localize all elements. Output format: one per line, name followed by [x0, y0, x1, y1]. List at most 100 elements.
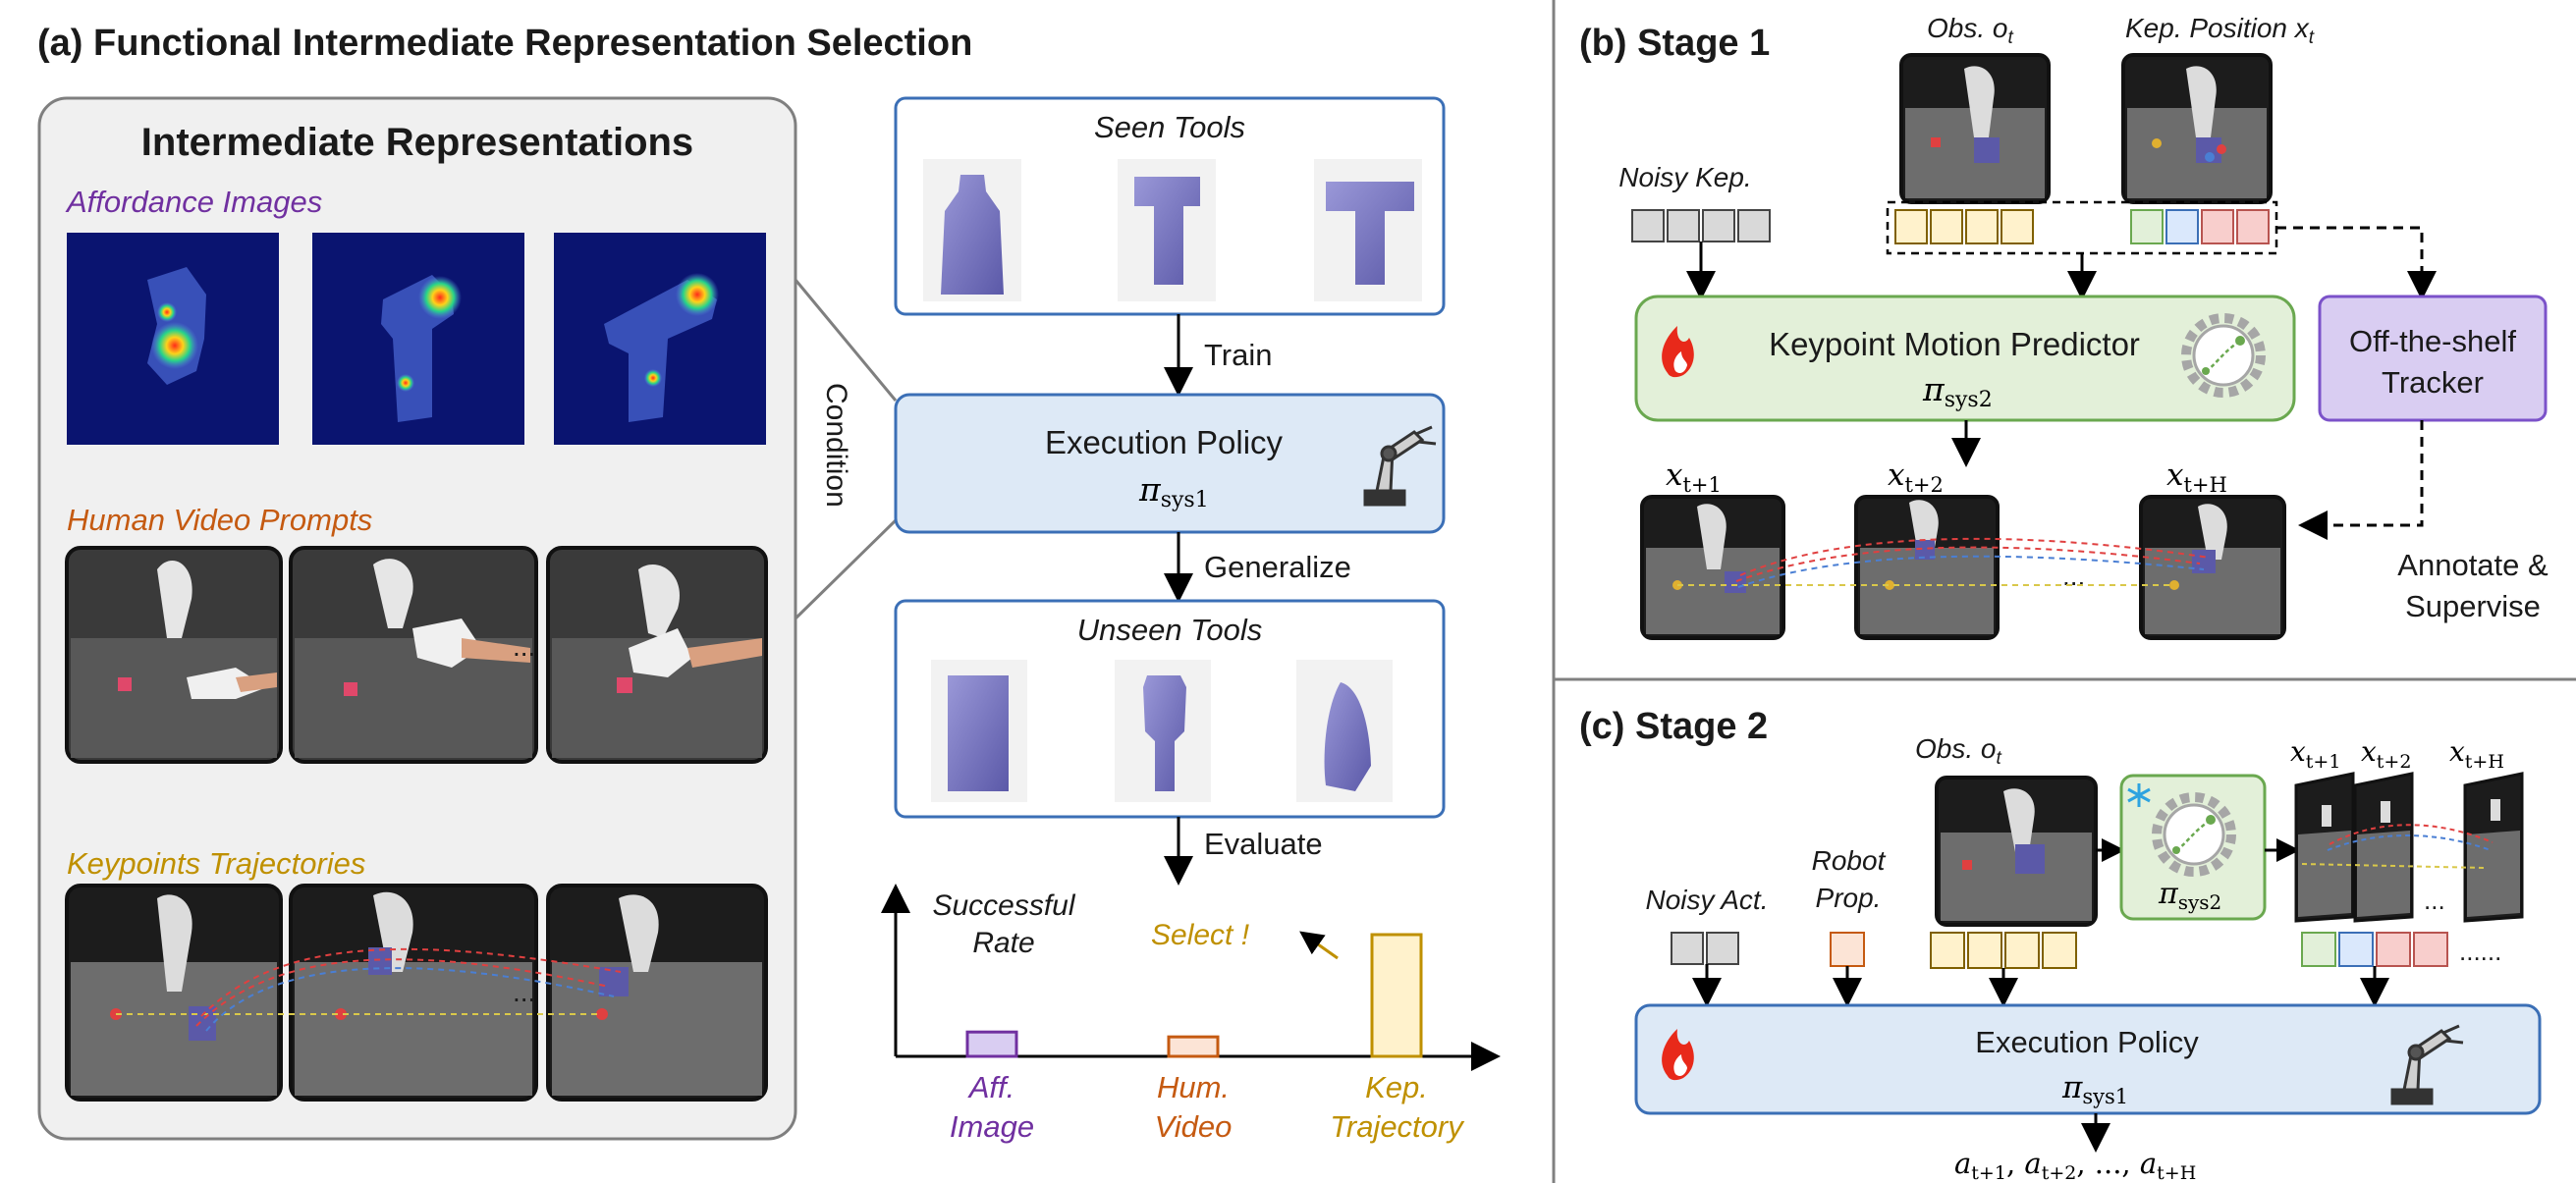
- snowflake-icon: [2127, 783, 2151, 807]
- generalize-label: Generalize: [1204, 550, 1351, 584]
- select-label: Select !: [1151, 919, 1250, 951]
- kep-position-label-b: Kep. Position xt: [2125, 13, 2315, 48]
- select-arrow: [1299, 931, 1339, 960]
- gear-icon-b: [2181, 313, 2266, 398]
- keypoint-ellipsis: ...: [513, 977, 535, 1007]
- human-video-prompts-label: Human Video Prompts: [67, 503, 372, 537]
- ir-panel-title: Intermediate Representations: [141, 121, 693, 164]
- gear-icon-c: [2152, 792, 2236, 877]
- annotate-label-line2: Supervise: [2405, 589, 2541, 623]
- fire-icon-c: [1662, 1029, 1694, 1081]
- future-frame-b-3: [2139, 495, 2286, 640]
- future-label-b-3: xt+H: [2166, 457, 2227, 497]
- off-the-shelf-tracker-box: [2318, 295, 2548, 422]
- condition-connector-top: [794, 279, 898, 402]
- bar-label-1-line2: Image: [950, 1109, 1034, 1144]
- bar-label-2-line1: Hum.: [1157, 1070, 1230, 1104]
- affordance-image-3: [554, 233, 766, 445]
- success-bar-1: [965, 1030, 1018, 1058]
- future-trajectory-lines-b: [1677, 537, 2211, 588]
- robot-arm-icon-c: [2390, 1024, 2464, 1105]
- observation-tokens-c: [1930, 932, 2077, 969]
- human-video-frame-1: [65, 546, 283, 764]
- pi-sys1-symbol-c: πsys1: [2061, 1070, 2128, 1108]
- success-rate-label-line2: Rate: [972, 927, 1034, 959]
- obs-label-b: Obs. ot: [1927, 13, 2013, 48]
- future-frame-b-1: [1640, 495, 1785, 640]
- unseen-tool-3: [1296, 660, 1393, 802]
- future-label-b-2: xt+2: [1888, 457, 1944, 497]
- tracker-label-line1: Off-the-shelf: [2349, 324, 2516, 358]
- future-label-b-1: xt+1: [1666, 457, 1722, 497]
- observation-frame-b: [1899, 53, 2051, 204]
- tokens-long-ellipsis: ......: [2459, 937, 2501, 966]
- keypoints-trajectories-label: Keypoints Trajectories: [67, 846, 365, 881]
- condition-connector-bottom: [794, 518, 898, 620]
- train-label: Train: [1204, 338, 1272, 372]
- action-sequence-label: at+1, at+2, ..., at+H: [1954, 1147, 2196, 1183]
- human-video-frame-3: [546, 546, 768, 764]
- future-label-c-1: xt+1: [2290, 735, 2340, 773]
- keypoint-trajectory-lines: [116, 947, 622, 1032]
- obs-label-c: Obs. ot: [1915, 733, 2001, 769]
- bar-label-3-line1: Kep.: [1365, 1070, 1428, 1104]
- noisy-act-label: Noisy Act.: [1646, 885, 1769, 915]
- bar-label-2-line2: Video: [1155, 1109, 1233, 1144]
- success-bar-3: [1370, 933, 1423, 1058]
- observation-tokens-b: [1894, 209, 2034, 244]
- robot-prop-label-line2: Prop.: [1816, 883, 1882, 913]
- pi-sys2-symbol-c: πsys2: [2158, 877, 2221, 914]
- future-frame-c-2: [2353, 772, 2414, 923]
- noisy-kep-label: Noisy Kep.: [1618, 162, 1751, 192]
- seen-tools-label: Seen Tools: [1094, 110, 1245, 144]
- affordance-image-2: [312, 233, 524, 445]
- condition-label: Condition: [820, 383, 852, 508]
- affordance-images-label: Affordance Images: [65, 185, 322, 219]
- success-rate-label-line1: Successful: [932, 889, 1075, 922]
- keypoint-position-tokens-b: [2130, 209, 2270, 244]
- execution-policy-box-c: [1634, 1003, 2542, 1115]
- tracker-label-line2: Tracker: [2382, 365, 2484, 400]
- unseen-tools-label: Unseen Tools: [1077, 613, 1262, 647]
- future-ellipsis-c: ...: [2424, 886, 2445, 915]
- unseen-tool-1: [931, 660, 1027, 802]
- panel-a-title: (a) Functional Intermediate Representati…: [37, 23, 972, 64]
- tracker-input-arrow: [2276, 226, 2437, 300]
- human-video-frame-2: [289, 546, 538, 764]
- keypoint-tokens-c: [2301, 932, 2448, 967]
- unseen-tool-2: [1115, 660, 1211, 802]
- future-label-c-2: xt+2: [2361, 735, 2411, 773]
- keypoint-position-frame-b: [2121, 53, 2273, 204]
- success-rate-chart: Successful Rate Select ! Aff. Image Hum. Vi…: [881, 884, 1501, 1144]
- future-frame-b-2: [1854, 495, 2000, 640]
- execution-policy-label-c: Execution Policy: [1975, 1025, 2199, 1059]
- keypoint-frame-2: [289, 884, 538, 1102]
- affordance-image-1: [67, 233, 279, 445]
- pi-sys1-symbol-a: πsys1: [1138, 470, 1209, 512]
- bar-label-3-line2: Trajectory: [1330, 1109, 1465, 1144]
- future-frame-c-1: [2294, 772, 2355, 923]
- panel-c-title: (c) Stage 2: [1579, 706, 1768, 747]
- future-label-c-3: xt+H: [2449, 735, 2504, 773]
- seen-tool-3: [1314, 159, 1422, 301]
- bar-label-1-line1: Aff.: [967, 1070, 1015, 1104]
- noisy-keypoint-tokens: [1631, 209, 1771, 242]
- noisy-action-tokens: [1671, 932, 1739, 965]
- future-ellipsis-b: ...: [2062, 561, 2085, 591]
- keypoint-frame-1: [65, 884, 283, 1102]
- success-bar-2: [1167, 1035, 1220, 1058]
- tracker-supervise-arrow: [2298, 420, 2424, 540]
- evaluate-label: Evaluate: [1204, 827, 1323, 861]
- execution-policy-label-a: Execution Policy: [1045, 424, 1284, 460]
- future-frame-c-3: [2463, 772, 2524, 923]
- panel-b-title: (b) Stage 1: [1579, 23, 1770, 64]
- predictor-label: Keypoint Motion Predictor: [1769, 326, 2140, 362]
- seen-tool-1: [923, 159, 1021, 301]
- future-trajectory-lines-c: [2301, 824, 2494, 869]
- annotate-label-line1: Annotate &: [2397, 548, 2549, 582]
- human-video-ellipsis: ...: [513, 631, 535, 662]
- pi-sys2-symbol-b: πsys2: [1922, 370, 1993, 412]
- fire-icon-b: [1662, 326, 1694, 378]
- execution-policy-box-a: [894, 393, 1446, 534]
